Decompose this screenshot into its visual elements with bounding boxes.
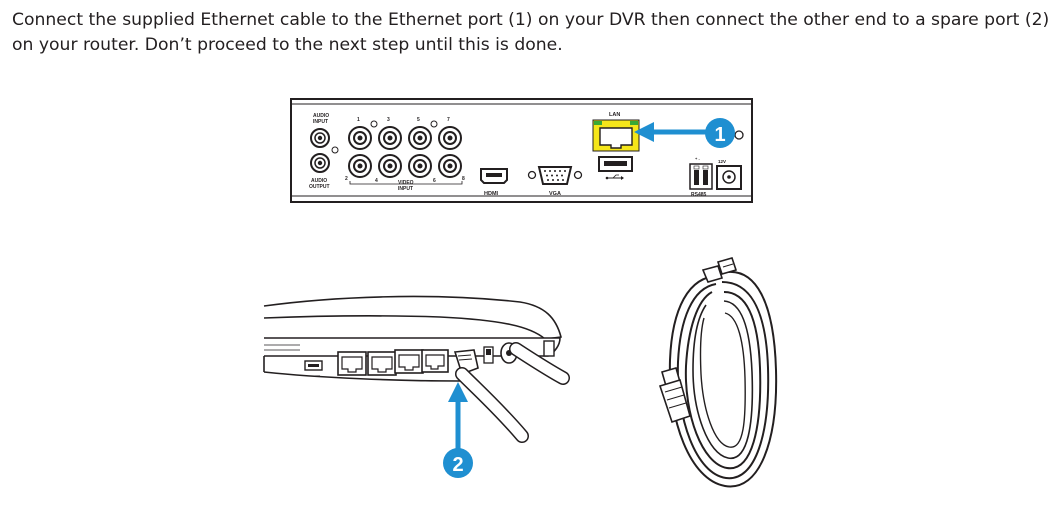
router-power-switch — [483, 346, 494, 364]
instructions-line-2: on your router. Don’t proceed to the nex… — [12, 35, 563, 55]
channel-number: 1 — [357, 117, 360, 123]
ethernet-port — [421, 349, 449, 373]
router — [263, 295, 570, 443]
power-port — [716, 165, 742, 190]
ethernet-port — [337, 351, 367, 376]
lan-label: LAN — [609, 112, 620, 118]
channel-number: 4 — [375, 178, 378, 184]
audio-output-label-2: OUTPUT — [309, 184, 330, 190]
bnc-port — [348, 154, 372, 178]
vga-port — [527, 166, 583, 185]
channel-number: 5 — [417, 117, 420, 123]
bnc-port — [348, 126, 372, 150]
router-power-cable — [500, 340, 570, 385]
video-input-ports — [348, 126, 462, 178]
channel-number: 3 — [387, 117, 390, 123]
ethernet-port — [394, 349, 424, 374]
power-label: 12V — [718, 159, 726, 164]
ethernet-port — [367, 351, 397, 376]
audio-output-port — [310, 153, 330, 173]
audio-input-port — [310, 128, 330, 148]
channel-number: 8 — [462, 176, 465, 182]
bnc-port — [378, 126, 402, 150]
ground-icon — [331, 120, 438, 154]
bnc-port — [378, 154, 402, 178]
video-input-label-1: VIDEO — [398, 180, 414, 186]
dvr-rear-panel: AUDIO INPUT AUDIO OUTPUT 1 3 — [290, 98, 753, 203]
router-usb-port — [304, 360, 323, 377]
vga-label: VGA — [549, 191, 561, 197]
hdmi-port — [480, 168, 508, 184]
dvr-reset-button — [734, 130, 744, 140]
callout-2: 2 — [443, 382, 473, 478]
video-input-label-2: INPUT — [398, 186, 413, 192]
channel-number: 7 — [447, 117, 450, 123]
audio-input-label-2: INPUT — [313, 119, 328, 125]
channel-number: 6 — [433, 178, 436, 184]
bnc-port — [438, 154, 462, 178]
router-plugged-cable — [453, 349, 529, 443]
rs485-terminal: + - — [689, 156, 713, 190]
usb-port — [598, 156, 633, 180]
router-ethernet-ports — [337, 349, 449, 376]
callout-2-number: 2 — [452, 454, 463, 476]
channel-number: 2 — [345, 176, 348, 182]
bnc-port — [408, 154, 432, 178]
bnc-port — [408, 126, 432, 150]
audio-input-label-1: AUDIO — [313, 113, 329, 119]
instructions-line-1: Connect the supplied Ethernet cable to t… — [12, 10, 1050, 30]
hdmi-label: HDMI — [484, 191, 499, 197]
bnc-port — [438, 126, 462, 150]
svg-text:+ -: + - — [695, 156, 700, 161]
callout-1: 1 — [634, 118, 735, 148]
callout-1-number: 1 — [714, 124, 725, 146]
ethernet-cable-coil — [658, 257, 778, 488]
instructions-text: Connect the supplied Ethernet cable to t… — [12, 8, 1052, 58]
rs485-label: RS485 — [691, 192, 707, 198]
audio-output-label-1: AUDIO — [311, 178, 327, 184]
lan-port — [592, 119, 640, 152]
